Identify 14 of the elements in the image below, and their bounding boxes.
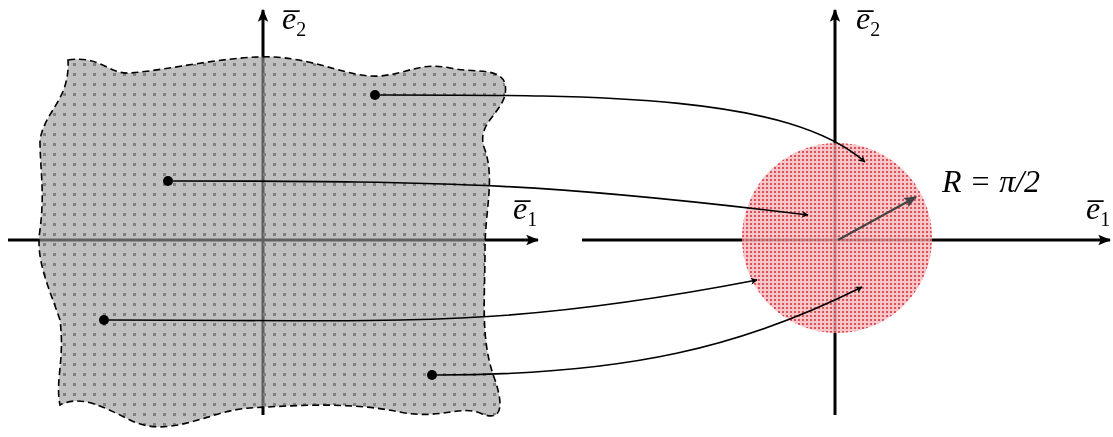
axis-label: e̅$_{2}$ <box>856 2 881 40</box>
mapping-arrow <box>436 286 863 376</box>
mapping-arrow <box>379 94 866 163</box>
point-dot <box>163 176 173 186</box>
axis-label: e̅$_{1}$ <box>1086 192 1111 230</box>
axis-label: e̅$_{2}$ <box>282 2 307 40</box>
point-dot <box>99 315 109 325</box>
axis-label: e̅$_{1}$ <box>513 192 538 230</box>
mapping-arrow <box>172 180 809 218</box>
radius-label: R = π/2 <box>942 165 1041 197</box>
mapping-arrow <box>108 277 758 322</box>
point-dot <box>427 370 437 380</box>
point-dot <box>370 90 380 100</box>
disk <box>742 143 932 333</box>
